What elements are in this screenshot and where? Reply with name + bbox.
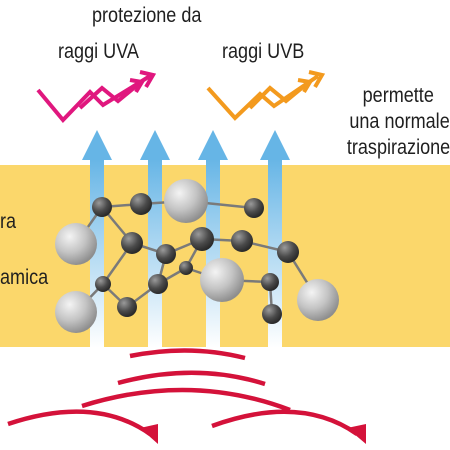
small-atom: [244, 198, 264, 218]
zigzag-arrow-icon: [36, 70, 157, 123]
molecule-atoms: [55, 179, 339, 333]
zigzag-arrow-icon: [206, 70, 326, 121]
small-atom: [130, 193, 152, 215]
small-atom: [95, 276, 111, 292]
small-atom: [148, 274, 168, 294]
left-label-line3: amica: [0, 266, 49, 289]
small-atom: [190, 227, 214, 251]
transpiration-label-line3: traspirazione: [346, 136, 450, 159]
large-atom: [200, 258, 244, 302]
small-atom: [156, 244, 176, 264]
large-atom: [164, 179, 208, 223]
left-label-line1: ra: [0, 210, 17, 233]
small-atom: [262, 304, 282, 324]
uva-label-line2: raggi UVA: [58, 40, 139, 63]
curved-wave-icon: [7, 348, 366, 444]
small-atom: [92, 197, 112, 217]
large-atom: [297, 279, 339, 321]
uva-label-line1: protezione da: [92, 4, 202, 27]
small-atom: [277, 241, 299, 263]
small-atom: [117, 297, 137, 317]
small-atom: [231, 230, 253, 252]
small-atom: [121, 232, 143, 254]
uvb-label: raggi UVB: [222, 40, 305, 63]
large-atom: [55, 223, 97, 265]
large-atom: [55, 291, 97, 333]
small-atom: [261, 273, 279, 291]
transpiration-label-line2: una normale: [349, 110, 450, 133]
transpiration-label-line1: permette: [362, 84, 434, 107]
small-atom: [179, 261, 193, 275]
